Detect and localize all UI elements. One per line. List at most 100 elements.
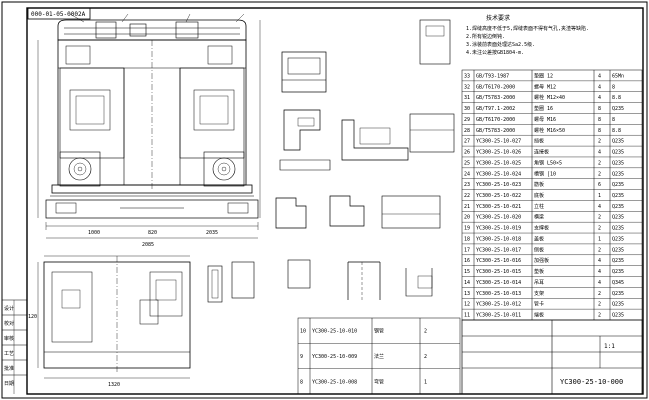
bom-table (461, 69, 643, 321)
bom-row-material: 8 (612, 117, 615, 123)
bom-row-code: YC300-25-10-012 (476, 302, 521, 308)
bom-row-material: 8 (612, 84, 615, 90)
front-view (37, 13, 261, 239)
bom-row-no: 17 (464, 247, 470, 253)
bom-row-qty: 4 (598, 84, 601, 90)
bom-row-material: Q235 (612, 258, 624, 264)
bom-lower-qty: 2 (424, 329, 427, 335)
bom-row-name: 立柱 (534, 203, 544, 210)
bom-row-name: 螺栓 M12×40 (534, 94, 565, 101)
bom-row-name: 横梁 (534, 214, 544, 221)
bom-row-code: YC300-25-10-015 (476, 269, 521, 275)
bom-row-qty: 1 (598, 193, 601, 199)
bom-row-name: 筋板 (534, 181, 544, 188)
bom-row-no: 26 (464, 150, 470, 156)
bom-row-code: YC300-25-10-011 (476, 313, 521, 319)
bom-row-material: Q235 (612, 106, 624, 112)
bom-row-name: 螺母 M12 (534, 83, 556, 90)
bom-lower-qty: 2 (424, 354, 427, 360)
bom-row-no: 19 (464, 226, 470, 232)
bom-row-qty: 2 (598, 247, 601, 253)
bom-row-no: 13 (464, 291, 470, 297)
note-line-4: 4.未注公差按GB1804-m. (466, 49, 524, 56)
bom-lower-name: 法兰 (374, 353, 384, 360)
bom-row-code: GB/T97.1-2002 (476, 106, 515, 112)
bom-row-name: 垫板 (534, 268, 544, 275)
bom-row-code: GB/T6170-2000 (476, 84, 515, 90)
bom-lower-code: YC300-25-10-009 (312, 354, 357, 360)
scale-value: 1:1 (604, 343, 615, 350)
bom-row-material: 8.8 (612, 128, 621, 134)
bom-row-no: 21 (464, 204, 470, 210)
bom-row-qty: 6 (598, 182, 601, 188)
bom-row-no: 15 (464, 269, 470, 275)
strip-label-2: 校对 (4, 320, 14, 327)
bom-row-name: 管卡 (534, 301, 544, 308)
strip-label-3: 审核 (4, 335, 14, 342)
bom-row-qty: 4 (598, 150, 601, 156)
strip-label-5: 批准 (4, 365, 14, 372)
dim-plan-width: 1320 (108, 382, 120, 388)
left-binding-strip: 设计 校对 审核 工艺 批准 日期 (2, 299, 27, 394)
bom-row-qty: 2 (598, 291, 601, 297)
bom-row-material: Q235 (612, 193, 624, 199)
dim-plan-height: 120 (28, 314, 37, 320)
bom-lower-no: 8 (300, 379, 303, 385)
bom-row-name: 角钢 L50×5 (534, 159, 562, 166)
bom-row-material: Q235 (612, 269, 624, 275)
technical-notes: 技术要求 1.焊缝高度不低于5,焊缝表面不得有气孔,夹渣等缺陷. 2.所有锐边倒… (466, 14, 589, 56)
bom-row-material: Q235 (612, 139, 624, 145)
bom-row-material: 65Mn (612, 73, 624, 79)
bom-row-material: Q235 (612, 150, 624, 156)
bom-row-code: YC300-25-10-022 (476, 193, 521, 199)
bom-row-code: YC300-25-10-021 (476, 204, 521, 210)
bom-row-code: GB/T93-1987 (476, 73, 509, 79)
bom-row-no: 11 (464, 313, 470, 319)
bom-row-material: Q235 (612, 247, 624, 253)
bom-row-no: 20 (464, 215, 470, 221)
bom-row-code: GB/T6170-2000 (476, 117, 515, 123)
bom-row-qty: 8 (598, 117, 601, 123)
bom-row-no: 31 (464, 95, 470, 101)
bom-row-no: 18 (464, 236, 470, 242)
bom-lower-table (297, 317, 461, 395)
bom-row-qty: 1 (598, 236, 601, 242)
bom-row-qty: 2 (598, 171, 601, 177)
bom-row-code: YC300-25-10-027 (476, 139, 521, 145)
bom-row-no: 12 (464, 302, 470, 308)
bom-row-no: 29 (464, 117, 470, 123)
note-line-1: 1.焊缝高度不低于5,焊缝表面不得有气孔,夹渣等缺陷. (466, 25, 589, 32)
bom-row-material: Q235 (612, 236, 624, 242)
dim-top-right: 2035 (206, 230, 218, 236)
bom-row-name: 挡板 (534, 138, 544, 145)
bom-row-code: YC300-25-10-014 (476, 280, 521, 286)
bom-row-qty: 2 (598, 302, 601, 308)
bom-row-material: Q235 (612, 215, 624, 221)
bom-row-no: 27 (464, 139, 470, 145)
bom-row-qty: 2 (598, 313, 601, 319)
note-line-2: 2.所有锐边倒钝. (466, 33, 505, 40)
bom-row-name: 支架 (534, 290, 544, 297)
dim-top-left: 1000 (88, 230, 100, 236)
bom-row-code: YC300-25-10-016 (476, 258, 521, 264)
bom-row-material: Q235 (612, 204, 624, 210)
bom-row-code: YC300-25-10-013 (476, 291, 521, 297)
bom-row-no: 23 (464, 182, 470, 188)
dim-top-mid: 820 (148, 230, 157, 236)
strip-label-6: 日期 (4, 381, 14, 387)
bom-row-qty: 8 (598, 106, 601, 112)
bom-row-qty: 4 (598, 204, 601, 210)
bom-row-code: YC300-25-10-018 (476, 236, 521, 242)
bom-row-no: 32 (464, 84, 470, 90)
bom-row-material: Q235 (612, 313, 624, 319)
note-line-3: 3.涂装前表面处理达Sa2.5级. (466, 41, 535, 48)
bom-row-code: YC300-25-10-024 (476, 171, 521, 177)
bom-row-material: 8.8 (612, 95, 621, 101)
bom-row-no: 28 (464, 128, 470, 134)
bom-row-no: 33 (464, 73, 470, 79)
sheet-code: 000-01-05-0002A (31, 11, 86, 18)
bom-row-name: 螺栓 M16×50 (534, 127, 565, 134)
